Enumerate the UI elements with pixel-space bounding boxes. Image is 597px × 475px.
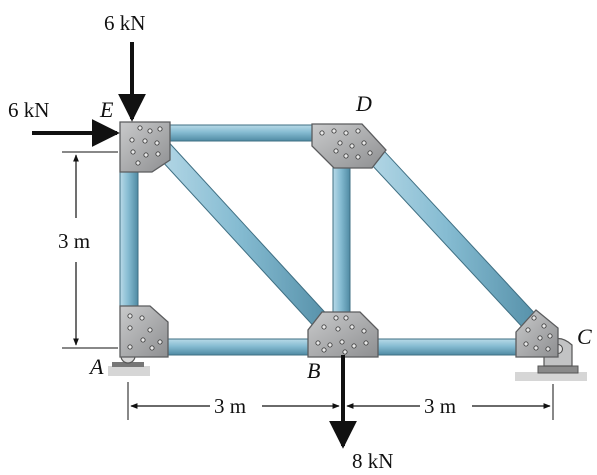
load-left: 6 kN [8, 98, 120, 147]
rivet [155, 151, 161, 157]
roller-plate-a [112, 362, 144, 367]
dimension-height: 3 m [58, 151, 118, 349]
rivet [541, 323, 547, 329]
rivet [343, 315, 349, 321]
member-dc [357, 137, 553, 345]
rivet [355, 128, 361, 134]
node-label-d: D [355, 91, 372, 116]
gusset-plate-b [307, 311, 379, 358]
rivet [361, 140, 367, 146]
rivet [331, 128, 337, 134]
load-label-left: 6 kN [8, 98, 49, 122]
node-label-c: C [577, 324, 592, 349]
node-label-b: B [307, 358, 320, 383]
rivet [537, 335, 543, 341]
rivet [149, 345, 155, 351]
rivet [342, 349, 348, 355]
rivet [525, 327, 531, 333]
rivet [147, 327, 153, 333]
rivets [127, 125, 553, 355]
rivet [545, 346, 551, 352]
node-label-e: E [99, 97, 114, 122]
rivet [533, 345, 539, 351]
load-label-bottom: 8 kN [352, 449, 393, 473]
member-db [332, 140, 351, 340]
rivet [154, 140, 160, 146]
gusset-d [311, 123, 387, 169]
rivet [363, 340, 369, 346]
rivet [531, 315, 537, 321]
rivet [335, 326, 341, 332]
rivet [139, 315, 145, 321]
load-bottom: 8 kN [329, 355, 393, 473]
member-eb [149, 135, 344, 345]
ground-c [515, 372, 587, 381]
rivet [351, 343, 357, 349]
rivet [143, 152, 149, 158]
rivet [333, 315, 339, 321]
rivet [349, 324, 355, 330]
dimension-span: 3 m 3 m [127, 382, 554, 420]
rivet [367, 150, 373, 156]
gusset-plate-e [119, 121, 171, 173]
gusset-plate-d [311, 123, 387, 169]
rivet [547, 333, 553, 339]
rivet [315, 340, 321, 346]
rivet [327, 342, 333, 348]
rivet [333, 148, 339, 154]
rivet [343, 153, 349, 159]
rivet [127, 344, 133, 350]
rivet [142, 138, 148, 144]
rivet [321, 347, 327, 353]
rivet [129, 137, 135, 143]
rivet [523, 341, 529, 347]
rivet [140, 337, 146, 343]
rivet [127, 313, 133, 319]
dim-label-span-left: 3 m [214, 394, 246, 418]
rivet [361, 328, 367, 334]
rivet [137, 125, 143, 131]
rivet [135, 160, 141, 166]
rivet [349, 143, 355, 149]
rivet [157, 339, 163, 345]
dim-label-span-right: 3 m [424, 394, 456, 418]
node-label-a: A [88, 354, 104, 379]
rivet [147, 128, 153, 134]
rivet [321, 324, 327, 330]
load-top: 6 kN [104, 11, 146, 122]
gusset-e [119, 121, 171, 173]
rivet [339, 339, 345, 345]
gusset-plate-a [119, 305, 169, 358]
gusset-b [307, 311, 379, 358]
rivet [343, 130, 349, 136]
dim-label-height: 3 m [58, 229, 90, 253]
rivet [130, 149, 136, 155]
ground-a [108, 366, 150, 376]
pin-base-c [537, 365, 579, 374]
rivet [319, 130, 325, 136]
rivet [127, 325, 133, 331]
gusset-a [119, 305, 169, 358]
rivet [355, 154, 361, 160]
rivet [157, 126, 163, 132]
rivet [337, 140, 343, 146]
load-label-top: 6 kN [104, 11, 145, 35]
